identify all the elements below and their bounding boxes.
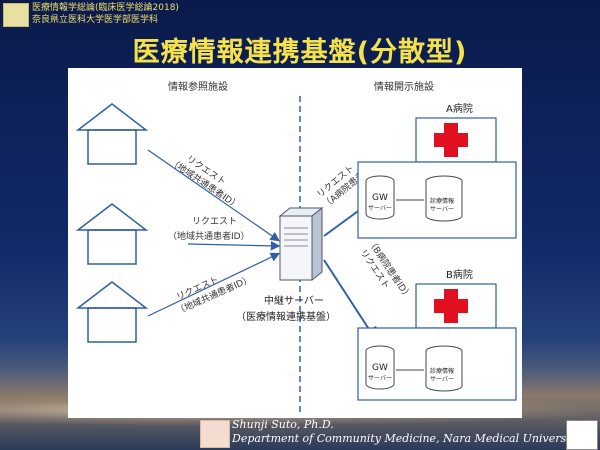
db-label: 診療情報 (430, 197, 454, 205)
right-heading: 情報開示施設 (374, 80, 434, 93)
diagram-svg: 情報参照施設 情報開示施設 リクエスト （地域共通患者ID） リクエスト （地域… (75, 80, 517, 414)
university-logo (566, 420, 598, 450)
db-sublabel: サーバー (430, 206, 454, 213)
relay-server-icon (278, 206, 324, 282)
author-department: Department of Community Medicine, Nara M… (232, 432, 581, 445)
red-cross-icon (434, 289, 468, 323)
gw-label: GW (372, 363, 388, 373)
house-icon (75, 281, 149, 343)
hospital-b-label: B病院 (446, 268, 473, 281)
gw-sublabel: サーバー (368, 205, 392, 212)
left-heading: 情報参照施設 (168, 80, 228, 93)
left-request-2-id: （地域共通患者ID） (168, 230, 250, 242)
course-title: 医療情報学総論(臨床医学総論2018) (32, 3, 179, 13)
author-logo (200, 420, 230, 448)
author-name: Shunji Suto, Ph.D. (232, 418, 334, 431)
hospital-b: B病院 GW サーバー 診療情報 サーバー (357, 268, 517, 401)
slide-title: 医療情報連携基盤(分散型) (132, 37, 468, 68)
left-request-2-label: リクエスト (192, 216, 237, 227)
right-request-b: リクエスト （B病院患者ID） (358, 237, 415, 302)
house-icon (75, 203, 149, 265)
gw-server-icon: GW サーバー (365, 175, 395, 220)
relay-server-sublabel: （医療情報連携基盤） (236, 310, 336, 323)
gw-server-icon: GW サーバー (365, 345, 395, 390)
relay-server-label: 中継サーバー (264, 294, 324, 307)
hospital-a: A病院 GW サーバー 診療情報 サーバー (357, 102, 517, 239)
database-icon: 診療情報 サーバー (425, 175, 463, 222)
database-icon: 診療情報 サーバー (425, 345, 463, 392)
arrow-left-1 (147, 149, 280, 242)
db-sublabel: サーバー (430, 376, 454, 383)
left-request-3: リクエスト （地域共通患者ID） (174, 273, 253, 317)
course-header: 医療情報学総論(臨床医学総論2018) 奈良県立医科大学医学部医学科 (32, 2, 179, 26)
course-institution: 奈良県立医科大学医学部医学科 (32, 15, 159, 25)
left-request-1: リクエスト （地域共通患者ID） (168, 153, 242, 211)
diagram-panel: 情報参照施設 情報開示施設 リクエスト （地域共通患者ID） リクエスト （地域… (68, 68, 522, 418)
arrow-left-3 (147, 252, 281, 317)
arrow-left-2 (187, 241, 281, 251)
gw-sublabel: サーバー (368, 375, 392, 382)
house-icon (75, 103, 149, 165)
gw-label: GW (372, 193, 388, 203)
course-logo (3, 3, 29, 27)
hospital-a-label: A病院 (446, 102, 473, 115)
db-label: 診療情報 (430, 367, 454, 375)
red-cross-icon (434, 123, 468, 157)
arrow-right-b (323, 259, 379, 344)
